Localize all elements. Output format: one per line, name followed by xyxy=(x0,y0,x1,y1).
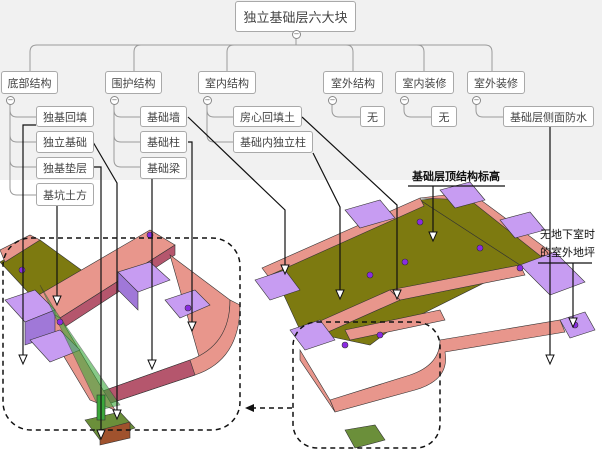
collapse-toggle[interactable]: − xyxy=(110,96,119,105)
category-indoor-structure[interactable]: 室内结构 xyxy=(198,71,256,94)
node-none-indoor-decoration[interactable]: 无 xyxy=(431,106,457,127)
category-indoor-decoration[interactable]: 室内装修 xyxy=(395,71,454,94)
collapse-toggle[interactable]: − xyxy=(203,96,212,105)
right-foundation-model xyxy=(254,181,596,449)
label-outdoor-grade-1: 无地下室时 xyxy=(540,228,595,241)
left-foundation-model xyxy=(0,229,241,446)
category-bottom-structure[interactable]: 底部结构 xyxy=(1,71,58,94)
collapse-toggle-root[interactable]: − xyxy=(292,30,301,39)
node-footing-cushion[interactable]: 独基垫层 xyxy=(36,157,94,179)
node-inner-isolated-column[interactable]: 基础内独立柱 xyxy=(233,131,313,153)
node-foundation-wall[interactable]: 基础墙 xyxy=(140,106,187,127)
label-outdoor-grade-2: 的室外地坪 xyxy=(540,246,595,259)
node-footing-backfill[interactable]: 独基回填 xyxy=(36,106,94,127)
node-isolated-footing[interactable]: 独立基础 xyxy=(36,131,94,153)
root-node[interactable]: 独立基础层六大块 xyxy=(235,1,356,32)
category-outdoor-decoration[interactable]: 室外装修 xyxy=(467,71,525,94)
collapse-toggle[interactable]: − xyxy=(472,96,481,105)
node-room-backfill[interactable]: 房心回填土 xyxy=(233,106,302,127)
node-side-waterproofing[interactable]: 基础层侧面防水 xyxy=(503,106,594,127)
node-foundation-column[interactable]: 基础柱 xyxy=(140,131,187,153)
category-outdoor-structure[interactable]: 室外结构 xyxy=(323,71,383,94)
collapse-toggle[interactable]: − xyxy=(400,96,409,105)
collapse-toggle[interactable]: − xyxy=(328,96,337,105)
category-enclosure-structure[interactable]: 围护结构 xyxy=(105,71,162,94)
node-pit-earthwork[interactable]: 基坑土方 xyxy=(36,183,94,206)
node-none-outdoor-structure[interactable]: 无 xyxy=(360,106,385,127)
node-foundation-beam[interactable]: 基础梁 xyxy=(140,157,187,179)
label-top-elevation: 基础层顶结构标高 xyxy=(412,170,500,183)
collapse-toggle[interactable]: − xyxy=(6,96,15,105)
